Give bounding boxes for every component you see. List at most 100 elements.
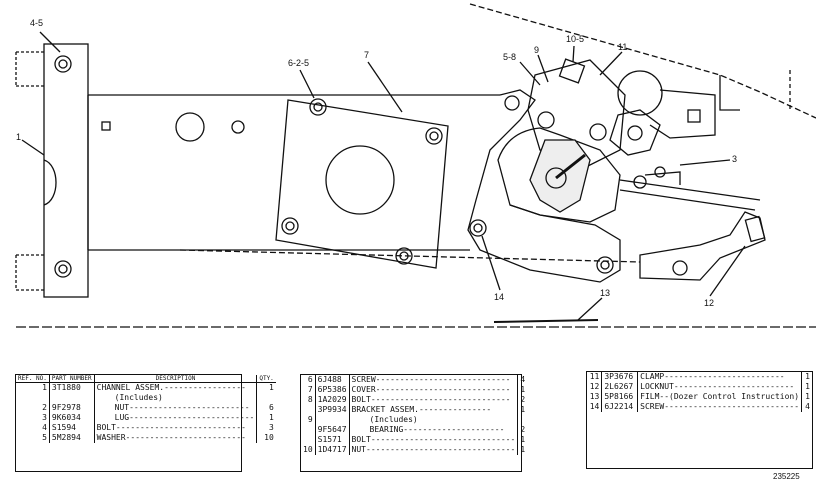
description: (Includes) [349, 415, 519, 425]
callout-3: 3 [732, 154, 738, 164]
description: BOLT----------------------------- [349, 395, 519, 405]
bolt-bottom [54, 260, 72, 278]
description: CLAMP------------------------- [637, 372, 803, 382]
quantity: 3 [268, 423, 274, 432]
quantity: 4 [520, 375, 526, 384]
ref-no [16, 393, 50, 403]
quantity: 2 [520, 425, 526, 434]
part-number: 2L6267 [601, 382, 639, 392]
ref-no: 2 [16, 403, 50, 413]
header-part: PART NUMBER [49, 375, 95, 383]
quantity: 1 [805, 372, 810, 381]
description: (Includes) [94, 393, 258, 403]
lever-pivot [545, 167, 567, 189]
quantity [518, 415, 527, 425]
ref-no: 1 [16, 382, 50, 393]
part-number: S1594 [49, 423, 95, 433]
cover-plate [275, 99, 449, 269]
callout-13: 13 [600, 288, 611, 298]
description: BOLT------------------------------ [349, 435, 519, 445]
part-number: 1A2029 [315, 395, 350, 405]
description: CHANNEL ASSEM.----------------- [94, 382, 258, 393]
description: NUT------------------------- [94, 403, 258, 413]
part-number: 9F5647 [315, 425, 350, 435]
quantity: 1 [805, 382, 810, 391]
ref-no: 8 [301, 395, 316, 405]
figure-number: 235225 [773, 472, 800, 481]
bracket-body [497, 127, 621, 223]
quantity: 2 [520, 395, 526, 404]
quantity: 1 [805, 392, 810, 401]
part-number [49, 393, 95, 403]
description: LUG-------------------------- [94, 413, 258, 423]
callout-7: 7 [364, 50, 370, 60]
description: BRACKET ASSEM.--------------- [349, 405, 519, 415]
table-row: (Includes) [16, 393, 276, 403]
description: SCREW---------------------------- [349, 375, 519, 385]
quantity: 10 [264, 433, 274, 442]
header-desc: DESCRIPTION [94, 375, 258, 383]
ref-no: 3 [16, 413, 50, 423]
frame-boundary-line [469, 3, 816, 119]
callout-4-5: 4-5 [30, 18, 44, 28]
callout-12: 12 [704, 298, 715, 308]
header-ref: REF. NO. [16, 375, 50, 383]
control-housing [527, 59, 626, 171]
quantity: 1 [268, 413, 274, 422]
part-number: 6J488 [315, 375, 350, 385]
bolt-top [54, 55, 72, 73]
header-qty: QTY. [256, 375, 276, 383]
description: FILM--(Dozer Control Instruction) [637, 392, 803, 402]
cover-hole [325, 145, 395, 215]
ref-no: 13 [587, 392, 603, 402]
ref-no [301, 405, 316, 415]
decal-line [493, 319, 599, 323]
ref-no: 10 [301, 445, 316, 455]
link-rod [619, 179, 761, 211]
description: BEARING--------------------- [349, 425, 519, 435]
ref-no: 5 [16, 433, 50, 443]
description: SCREW---------------------------- [637, 402, 803, 412]
channel-horizontal [87, 94, 500, 251]
callout-10-5: 10-5 [566, 34, 585, 44]
part-number: 9K6034 [49, 413, 95, 423]
description: BOLT--------------------------- [94, 423, 258, 433]
description: NUT------------------------------- [349, 445, 519, 455]
part-number: 5M2894 [49, 433, 95, 443]
description: COVER---------------------------- [349, 385, 519, 395]
ref-no [301, 435, 316, 445]
ref-no [301, 425, 316, 435]
ref-no: 7 [301, 385, 316, 395]
ref-no: 11 [587, 372, 603, 382]
part-number: 6J2214 [601, 402, 639, 412]
part-number: S1571 [315, 435, 350, 445]
quantity: 1 [520, 405, 526, 414]
part-number: 5P8166 [601, 392, 639, 402]
quantity: 6 [268, 403, 274, 412]
quantity: 1 [520, 445, 526, 454]
callout-9: 9 [534, 45, 540, 55]
quantity: 1 [520, 435, 526, 444]
ref-no: 4 [16, 423, 50, 433]
ref-no: 9 [301, 415, 316, 425]
callout-5-8: 5-8 [503, 52, 517, 62]
channel-vertical [43, 43, 89, 298]
part-number: 6P5386 [315, 385, 350, 395]
part-number [315, 415, 350, 425]
